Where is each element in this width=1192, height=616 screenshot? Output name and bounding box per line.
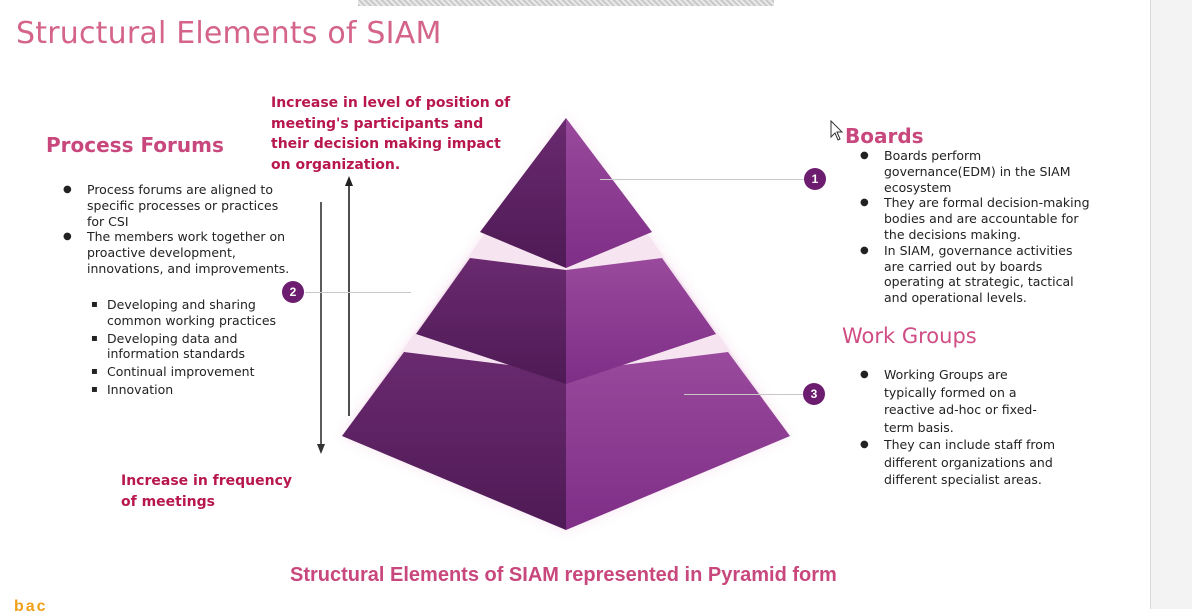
list-item: Working Groups are typically formed on a… <box>860 366 1060 436</box>
mouse-pointer-icon <box>830 120 844 141</box>
leader-line-3 <box>684 394 804 395</box>
process-forums-list: Process forums are aligned to specific p… <box>63 182 298 277</box>
pyramid-tier-top <box>480 118 652 268</box>
list-item: They are formal decision-making bodies a… <box>860 195 1092 242</box>
badge-1: 1 <box>804 168 826 190</box>
pyramid-tier-bottom <box>342 352 790 530</box>
leader-line-2 <box>305 292 411 293</box>
brand-logo: bac <box>14 598 48 615</box>
top-scrollbar-strip <box>358 0 774 6</box>
list-item: Developing data and information standard… <box>91 331 281 363</box>
process-forums-sublist: Developing and sharing common working pr… <box>91 297 281 400</box>
frequency-note: Increase in frequency of meetings <box>121 473 293 510</box>
pyramid-tier-middle <box>416 258 716 384</box>
right-side-panel <box>1150 0 1192 609</box>
process-forums-heading: Process Forums <box>46 133 224 157</box>
list-item: Process forums are aligned to specific p… <box>63 182 298 229</box>
diagram-caption: Structural Elements of SIAM represented … <box>290 564 837 586</box>
list-item: The members work together on proactive d… <box>63 229 298 276</box>
boards-heading: Boards <box>845 124 924 148</box>
boards-list: Boards perform governance(EDM) in the SI… <box>860 148 1092 306</box>
list-item: In SIAM, governance activities are carri… <box>860 243 1092 306</box>
work-groups-list: Working Groups are typically formed on a… <box>860 366 1060 489</box>
list-item: Boards perform governance(EDM) in the SI… <box>860 148 1092 195</box>
list-item: Innovation <box>91 382 281 398</box>
position-level-note: Increase in level of position of meeting… <box>271 95 511 173</box>
badge-3: 3 <box>803 383 825 405</box>
list-item: Continual improvement <box>91 364 281 380</box>
badge-2: 2 <box>282 281 304 303</box>
leader-line-1 <box>600 179 804 180</box>
list-item: They can include staff from different or… <box>860 436 1060 489</box>
work-groups-heading: Work Groups <box>842 324 977 348</box>
list-item: Developing and sharing common working pr… <box>91 297 281 329</box>
page-title: Structural Elements of SIAM <box>16 16 442 51</box>
